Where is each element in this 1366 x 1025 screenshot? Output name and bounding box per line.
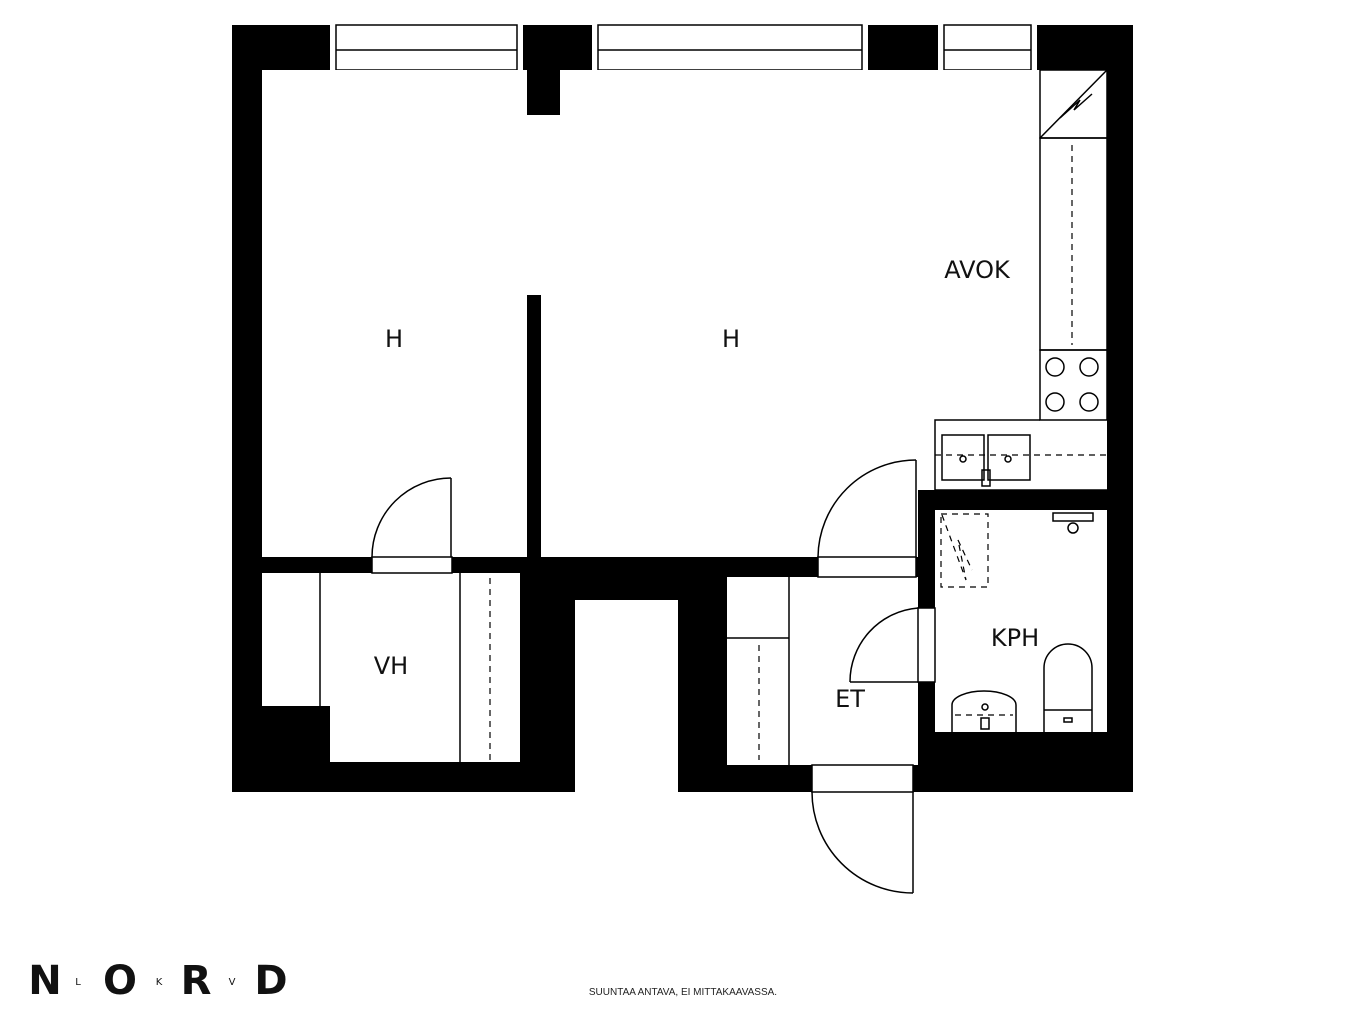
svg-text:O: O <box>103 958 137 1004</box>
bathroom-fixtures <box>940 512 1094 732</box>
toilet-icon <box>1043 643 1093 732</box>
bathroom-floor <box>935 510 1107 732</box>
label-bathroom: KPH <box>991 624 1039 652</box>
doors <box>371 459 936 894</box>
stove-icon <box>1039 349 1108 421</box>
svg-text:L: L <box>75 977 81 988</box>
shower-area <box>940 513 989 588</box>
svg-text:D: D <box>254 958 287 1004</box>
disclaimer-note: SUUNTAA ANTAVA, EI MITTAKAAVASSA. <box>589 987 777 998</box>
svg-text:K: K <box>156 977 163 988</box>
bedroom-floor <box>262 70 527 557</box>
label-closet: VH <box>374 652 408 680</box>
bedroom-opening <box>527 115 541 295</box>
label-living: H <box>722 325 740 353</box>
nord-logo: N L O K R V D <box>28 958 287 1004</box>
door-bathroom <box>849 607 936 683</box>
closet-shelves <box>319 573 491 762</box>
svg-text:N: N <box>28 958 61 1004</box>
label-hall: ET <box>835 685 865 713</box>
hall-shelves <box>727 577 790 765</box>
door-bedroom-closet <box>371 477 453 574</box>
fixtures <box>319 69 1108 765</box>
door-living-hall <box>817 459 917 578</box>
window-bedroom <box>330 24 523 71</box>
shower-tap-icon <box>1052 512 1094 522</box>
svg-text:V: V <box>229 977 236 988</box>
label-bedroom: H <box>385 325 403 353</box>
svg-text:R: R <box>181 958 212 1004</box>
sink-icon <box>941 434 985 481</box>
label-kitchen: AVOK <box>944 256 1011 284</box>
hall-floor <box>727 577 918 765</box>
closet-floor <box>262 573 520 762</box>
window-living <box>592 24 868 71</box>
room-labels: H H AVOK VH ET KPH <box>374 256 1039 713</box>
door-entrance <box>811 764 914 894</box>
living-floor <box>541 70 1107 557</box>
kitchen-counter <box>934 69 1108 491</box>
washbasin-icon <box>951 690 1017 732</box>
windows <box>330 24 1037 71</box>
window-kitchen <box>938 24 1037 71</box>
